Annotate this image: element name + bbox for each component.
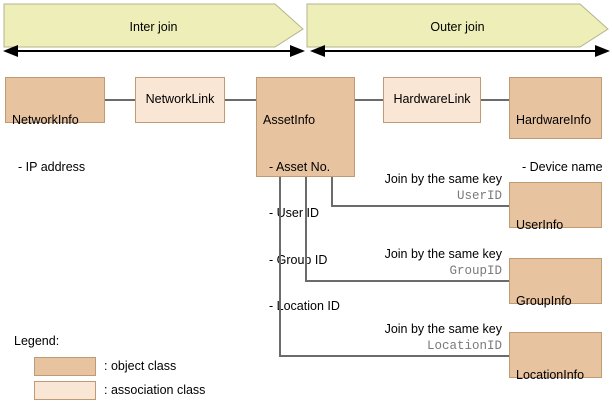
box-asset-info-title: AssetInfo <box>263 113 316 127</box>
connector-locationid-vertical <box>279 177 281 357</box>
connector-networklink-assetinfo <box>225 99 256 101</box>
legend-swatch-object-class <box>34 357 96 376</box>
box-asset-info-attr-2: - Group ID <box>269 252 328 267</box>
connector-locationid-horizontal <box>279 355 509 357</box>
legend-swatch-association-class <box>34 381 96 400</box>
join-group-text: Join by the same key <box>384 247 502 261</box>
inter-join-label: Inter join <box>129 20 178 34</box>
box-hardware-link-title: HardwareLink <box>393 92 471 107</box>
box-group-info[interactable]: GroupInfo - Group name <box>509 258 602 355</box>
connector-groupid-horizontal <box>305 280 509 282</box>
box-asset-info-attr-0: - Asset No. <box>269 159 331 174</box>
box-network-info-title: NetworkInfo <box>12 113 79 127</box>
box-hardware-info-attr-0: - Device name <box>522 159 603 174</box>
join-user-text: Join by the same key <box>384 172 502 186</box>
legend-label-object-class: : object class <box>104 359 177 373</box>
box-group-info-title: GroupInfo <box>516 294 572 308</box>
box-user-info-title: UserInfo <box>516 218 564 232</box>
connector-networkinfo-networklink <box>105 99 135 101</box>
legend-title: Legend: <box>14 334 60 348</box>
box-network-link-title: NetworkLink <box>145 92 215 107</box>
box-hardware-info[interactable]: HardwareInfo - Device name - Device type <box>509 77 603 220</box>
box-network-info[interactable]: NetworkInfo - IP address <box>5 77 105 174</box>
inter-join-banner-shape <box>3 3 304 48</box>
connector-userid-horizontal <box>331 205 509 207</box>
box-asset-info[interactable]: AssetInfo - Asset No. - User ID - Group … <box>256 77 355 313</box>
box-network-link[interactable]: NetworkLink <box>135 77 225 123</box>
banner-shapes <box>3 3 610 57</box>
join-location-text: Join by the same key <box>384 322 502 336</box>
join-user-key: UserID <box>456 189 502 203</box>
connector-assetinfo-hardwarelink <box>355 99 383 101</box>
box-hardware-info-title: HardwareInfo <box>516 113 592 127</box>
box-asset-info-attr-3: - Location ID <box>269 299 340 313</box>
join-group-key: GroupID <box>449 264 502 278</box>
box-asset-info-attr-1: - User ID <box>269 206 319 220</box>
connector-userid-vertical <box>331 177 333 207</box>
join-location-key: LocationID <box>426 339 502 353</box>
outer-join-banner-shape <box>306 3 609 48</box>
connector-hardwarelink-hardwareinfo <box>481 99 509 101</box>
outer-join-label: Outer join <box>430 20 485 34</box>
box-hardware-link[interactable]: HardwareLink <box>383 77 481 123</box>
outer-join-arrow <box>310 45 610 57</box>
box-location-info[interactable]: LocationInfo - Location <box>509 332 602 382</box>
box-network-info-attr-0: - IP address <box>18 159 86 174</box>
inter-join-arrow <box>3 45 305 57</box>
connector-groupid-vertical <box>305 177 307 282</box>
box-user-info[interactable]: UserInfo - User name <box>509 182 602 279</box>
box-location-info-title: LocationInfo <box>516 368 585 382</box>
legend-label-association-class: : association class <box>104 383 206 397</box>
